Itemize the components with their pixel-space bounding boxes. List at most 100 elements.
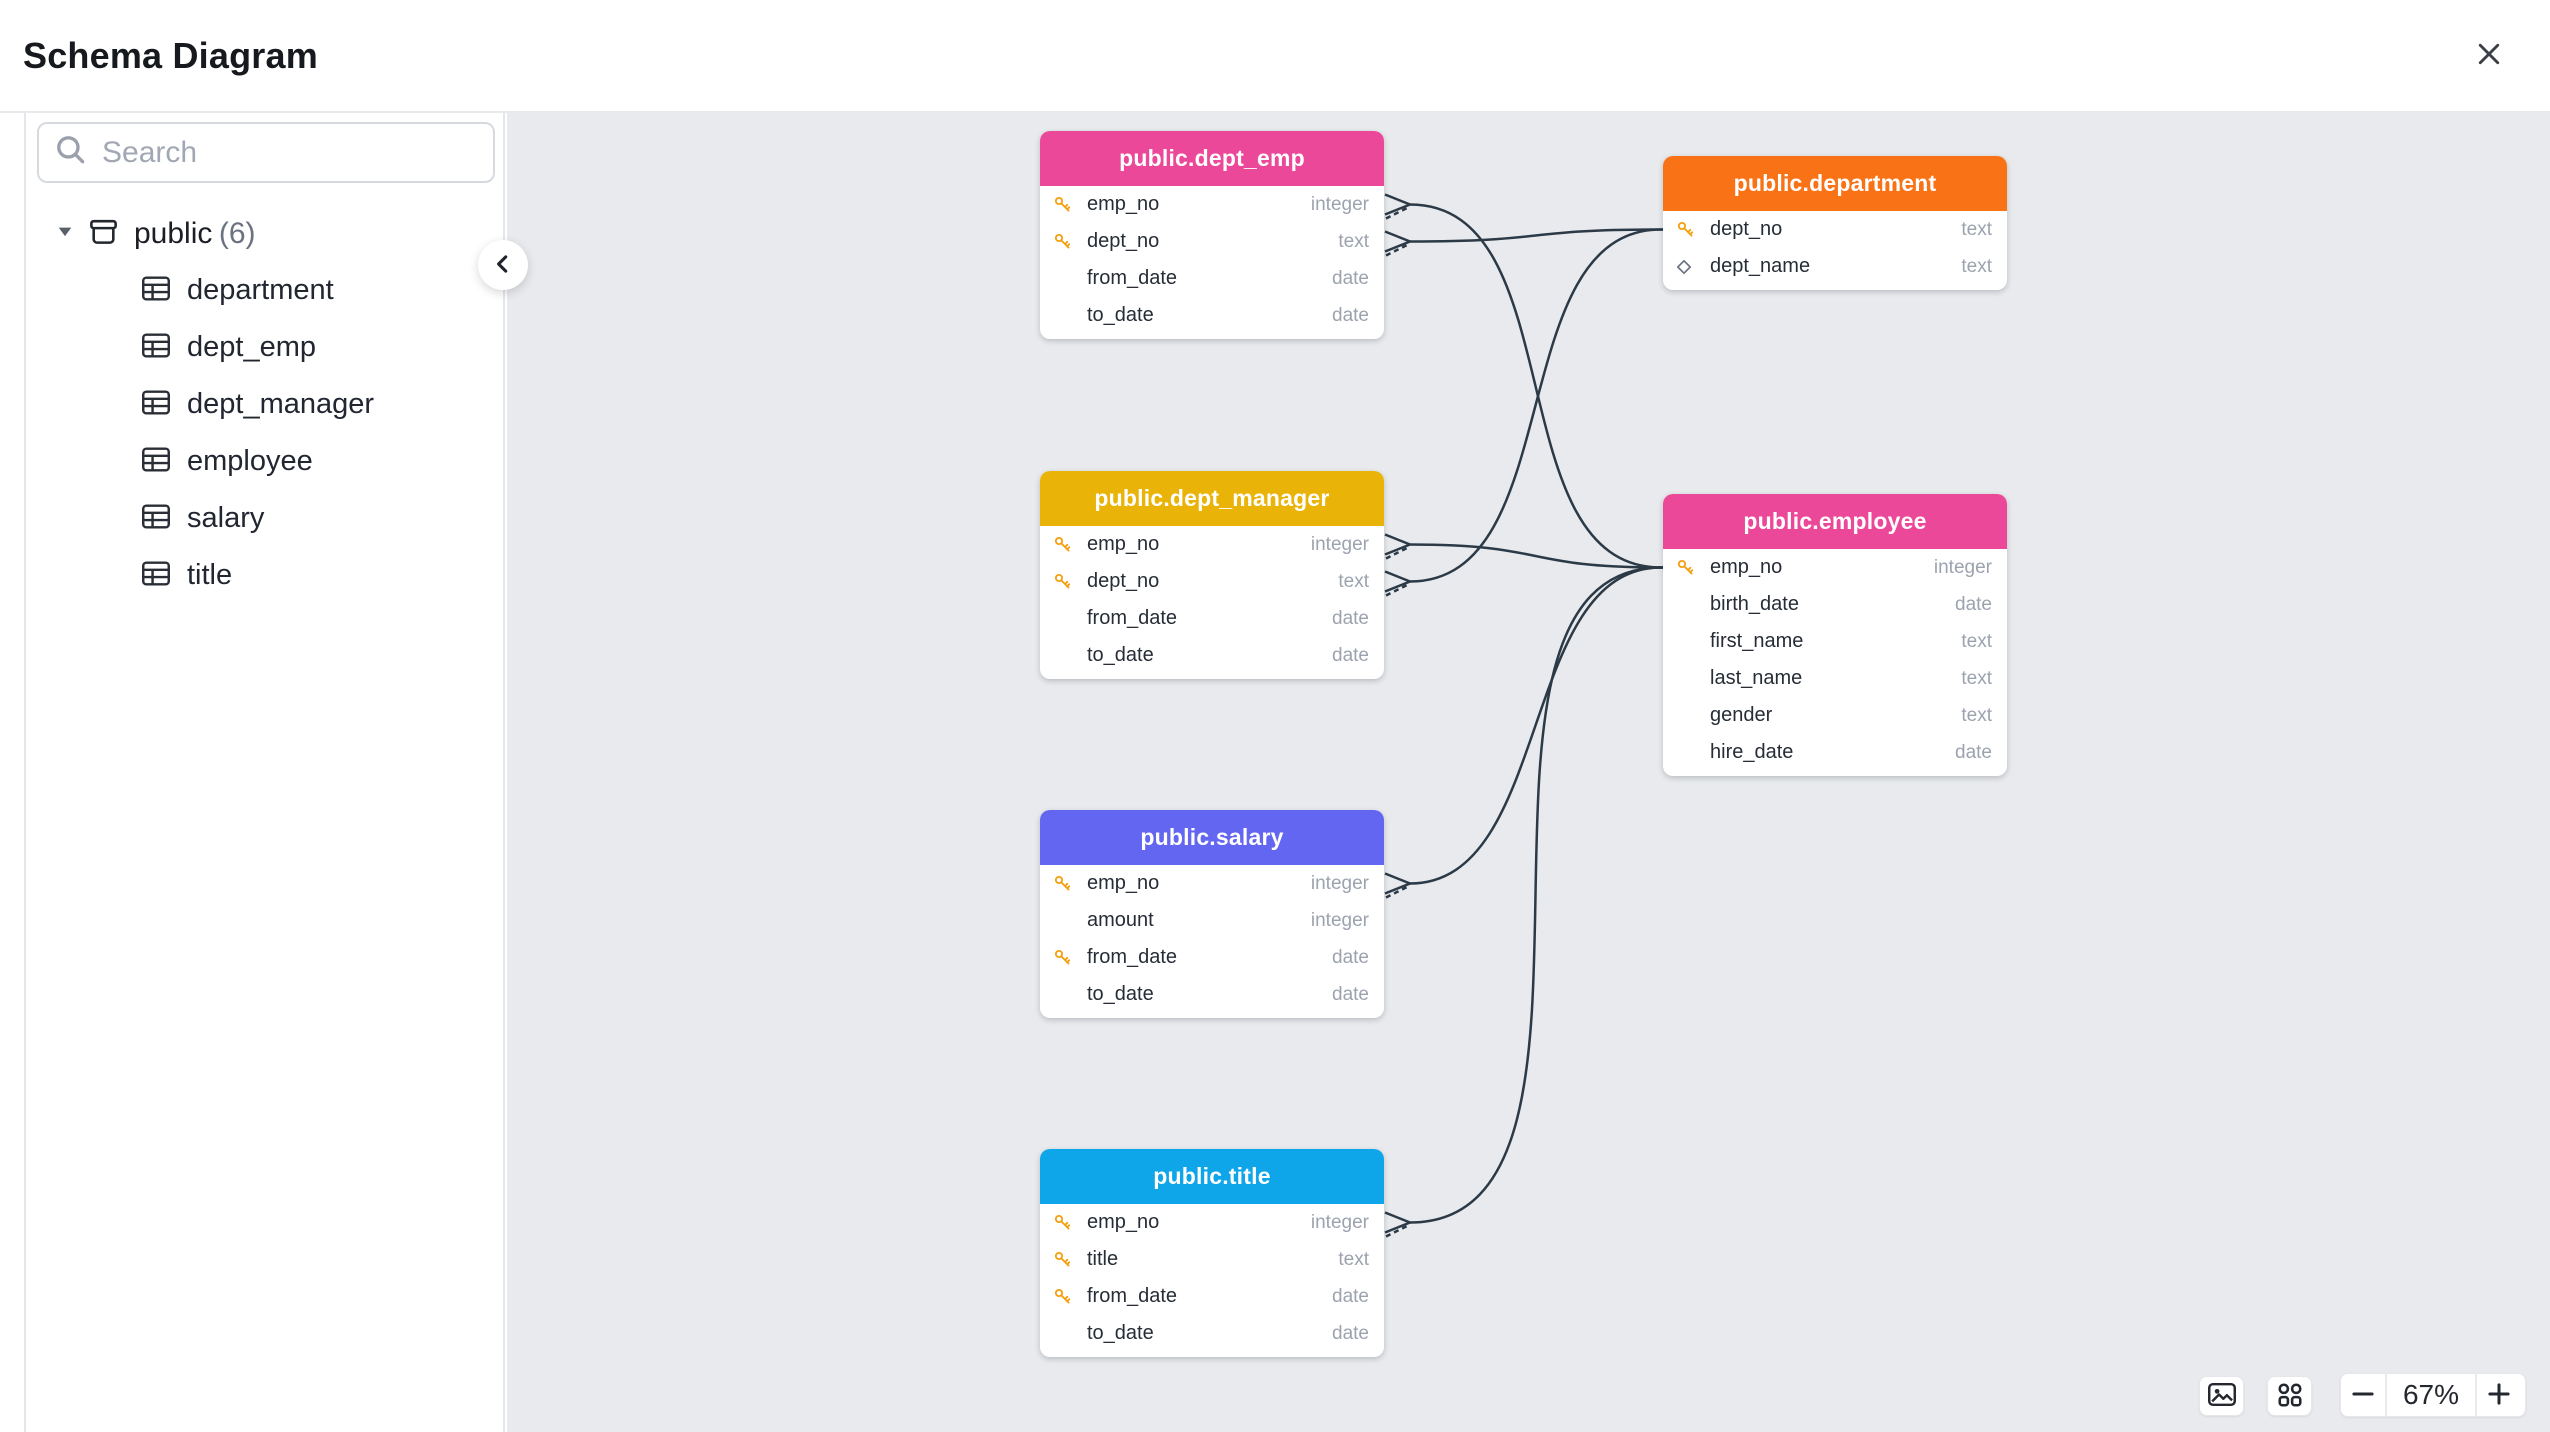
column-type: integer xyxy=(1933,556,1992,578)
image-icon xyxy=(2207,1381,2237,1411)
table-card-title[interactable]: public.title xyxy=(1040,1149,1384,1204)
table-card-title[interactable]: public.dept_manager xyxy=(1040,471,1384,526)
auto-layout-button[interactable] xyxy=(2267,1376,2312,1416)
close-button[interactable] xyxy=(2466,33,2512,79)
table-card-employee[interactable]: public.employee emp_no integer birth_dat… xyxy=(1663,494,2007,776)
sidebar-item-label: salary xyxy=(187,502,265,534)
column-type: date xyxy=(1332,304,1369,326)
export-image-button[interactable] xyxy=(2199,1376,2244,1416)
search-icon xyxy=(55,134,87,171)
column-name: to_date xyxy=(1087,644,1154,666)
column-type: integer xyxy=(1310,1211,1369,1233)
sidebar-item-dept_manager[interactable]: dept_manager xyxy=(37,376,492,433)
column-row: from_date date xyxy=(1040,260,1384,297)
crows-foot-marker xyxy=(1384,193,1414,216)
column-row: to_date date xyxy=(1040,1315,1384,1352)
sidebar-item-dept_emp[interactable]: dept_emp xyxy=(37,319,492,376)
column-type: integer xyxy=(1310,909,1369,931)
column-type: text xyxy=(1338,230,1369,252)
column-type: date xyxy=(1332,946,1369,968)
column-type: integer xyxy=(1310,193,1369,215)
table-card-title[interactable]: public.title emp_no integer title text f… xyxy=(1040,1149,1384,1357)
crows-foot-optional-prong xyxy=(1385,583,1409,597)
relation-title.emp_no-employee.emp_no xyxy=(1409,566,1665,1224)
column-row: emp_no integer xyxy=(1040,865,1384,902)
key-icon xyxy=(1053,572,1080,591)
column-row: from_date date xyxy=(1040,939,1384,976)
table-card-title[interactable]: public.employee xyxy=(1663,494,2007,549)
zoom-controls: 67% xyxy=(2340,1373,2526,1417)
zoom-level: 67% xyxy=(2385,1374,2475,1416)
caret-down-icon[interactable] xyxy=(57,224,73,243)
column-type: date xyxy=(1332,644,1369,666)
relations-layer xyxy=(1384,193,1665,1238)
column-type: date xyxy=(1332,1285,1369,1307)
sidebar-item-department[interactable]: department xyxy=(37,262,492,319)
column-name: dept_no xyxy=(1710,218,1783,240)
search-input[interactable] xyxy=(100,134,477,171)
relation-dept_emp.emp_no-employee.emp_no xyxy=(1409,203,1665,569)
crows-foot-marker xyxy=(1384,570,1414,593)
sidebar-item-employee[interactable]: employee xyxy=(37,433,492,490)
column-type: date xyxy=(1332,1322,1369,1344)
crows-foot-marker xyxy=(1384,230,1414,253)
column-row: birth_date date xyxy=(1663,586,2007,623)
table-card-title[interactable]: public.dept_emp xyxy=(1040,131,1384,186)
column-row: from_date date xyxy=(1040,1278,1384,1315)
column-type: date xyxy=(1332,983,1369,1005)
key-icon xyxy=(1053,948,1080,967)
zoom-in-button[interactable] xyxy=(2475,1374,2521,1416)
topbar: Schema Diagram xyxy=(0,0,2550,113)
column-name: amount xyxy=(1087,909,1154,931)
sidebar-collapse-button[interactable] xyxy=(478,240,528,290)
sidebar-item-salary[interactable]: salary xyxy=(37,490,492,547)
column-row: gender text xyxy=(1663,697,2007,734)
column-type: text xyxy=(1961,218,1992,240)
column-name: emp_no xyxy=(1087,872,1160,894)
column-type: text xyxy=(1961,667,1992,689)
key-icon xyxy=(1053,232,1080,251)
column-type: text xyxy=(1338,570,1369,592)
table-card-dept_manager[interactable]: public.dept_manager emp_no integer dept_… xyxy=(1040,471,1384,679)
column-type: text xyxy=(1961,704,1992,726)
crows-foot-optional-prong xyxy=(1385,885,1409,899)
table-icon xyxy=(141,503,171,535)
key-icon xyxy=(1053,1287,1080,1306)
column-name: to_date xyxy=(1087,983,1154,1005)
sidebar-item-title[interactable]: title xyxy=(37,547,492,604)
page-title: Schema Diagram xyxy=(23,34,318,76)
column-name: to_date xyxy=(1087,304,1154,326)
table-card-title[interactable]: public.department xyxy=(1663,156,2007,211)
column-name: dept_name xyxy=(1710,255,1811,277)
diamond-icon xyxy=(1676,259,1703,275)
crows-foot-optional-prong xyxy=(1385,206,1409,220)
sidebar-item-public-schema[interactable]: public (6) xyxy=(37,205,492,262)
column-row: emp_no integer xyxy=(1040,186,1384,223)
table-card-salary[interactable]: public.salary emp_no integer amount inte… xyxy=(1040,810,1384,1018)
table-card-title[interactable]: public.salary xyxy=(1040,810,1384,865)
schema-icon xyxy=(88,217,119,251)
crows-foot-optional-prong xyxy=(1385,546,1409,560)
column-name: emp_no xyxy=(1087,1211,1160,1233)
column-name: title xyxy=(1087,1248,1119,1270)
table-card-department[interactable]: public.department dept_no text dept_name… xyxy=(1663,156,2007,290)
column-name: from_date xyxy=(1087,1285,1178,1307)
column-row: hire_date date xyxy=(1663,734,2007,771)
column-type: text xyxy=(1961,630,1992,652)
key-icon xyxy=(1676,220,1703,239)
column-type: date xyxy=(1332,267,1369,289)
column-row: to_date date xyxy=(1040,297,1384,334)
column-type: date xyxy=(1955,593,1992,615)
sidebar-item-label: employee xyxy=(187,445,313,477)
table-card-dept_emp[interactable]: public.dept_emp emp_no integer dept_no t… xyxy=(1040,131,1384,339)
column-row: to_date date xyxy=(1040,637,1384,674)
column-type: text xyxy=(1961,255,1992,277)
zoom-out-button[interactable] xyxy=(2341,1374,2385,1416)
diagram-canvas[interactable]: public.dept_emp emp_no integer dept_no t… xyxy=(507,113,2550,1432)
relation-dept_emp.dept_no-department.dept_no xyxy=(1409,228,1665,243)
relation-dept_manager.emp_no-employee.emp_no xyxy=(1409,543,1665,569)
column-name: from_date xyxy=(1087,607,1178,629)
